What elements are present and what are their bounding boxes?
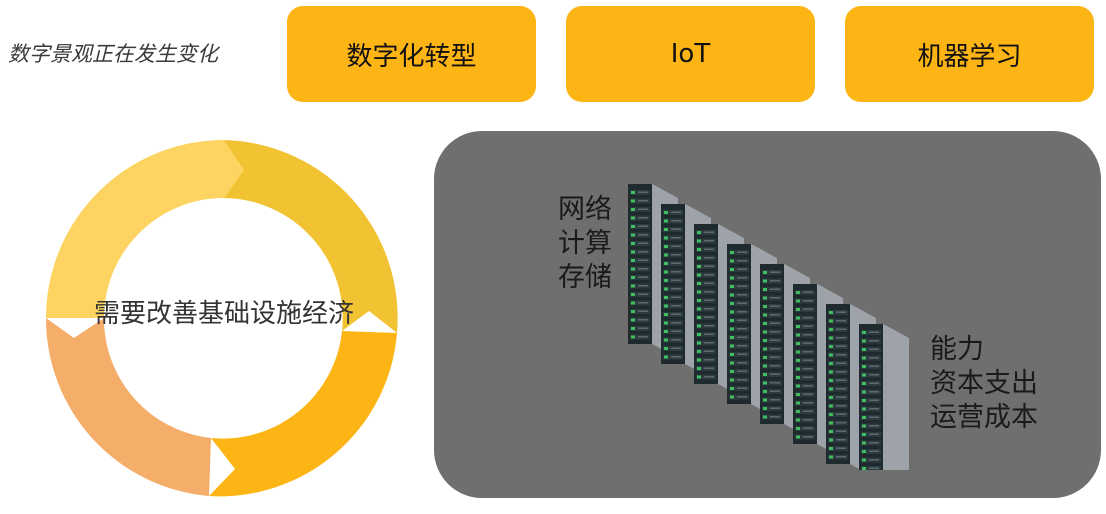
trend-digital-transformation: 数字化转型 [287,6,536,102]
cost-list: 能力 资本支出 运营成本 [930,333,1038,435]
server-rack [859,324,909,470]
server-rack [727,244,777,419]
cycle-ring [36,130,412,506]
cost-item-capex: 资本支出 [930,368,1038,399]
ring-segment-top-right [224,140,398,333]
infra-item-compute: 计算 [558,228,612,259]
server-rack-icon [628,184,909,470]
cycle-arrow-ring-icon [45,140,398,497]
infra-item-storage: 存储 [558,262,612,293]
tagline: 数字景观正在发生变化 [8,42,218,66]
trend-iot: IoT [566,6,815,102]
cost-item-capacity: 能力 [930,334,984,365]
infra-list: 网络 计算 存储 [558,193,612,295]
ring-segment-bottom-right [209,331,397,497]
trend-label: 机器学习 [917,41,1022,72]
ring-segment-bottom-left [45,318,212,496]
trend-label: 数字化转型 [346,41,477,72]
infra-item-network: 网络 [558,194,612,225]
trend-label: IoT [670,39,711,69]
cycle-label: 需要改善基础设施经济 [93,299,354,329]
trend-machine-learning: 机器学习 [845,6,1094,102]
cost-item-opex: 运营成本 [930,402,1038,433]
ring-segment-top-left [46,140,244,318]
